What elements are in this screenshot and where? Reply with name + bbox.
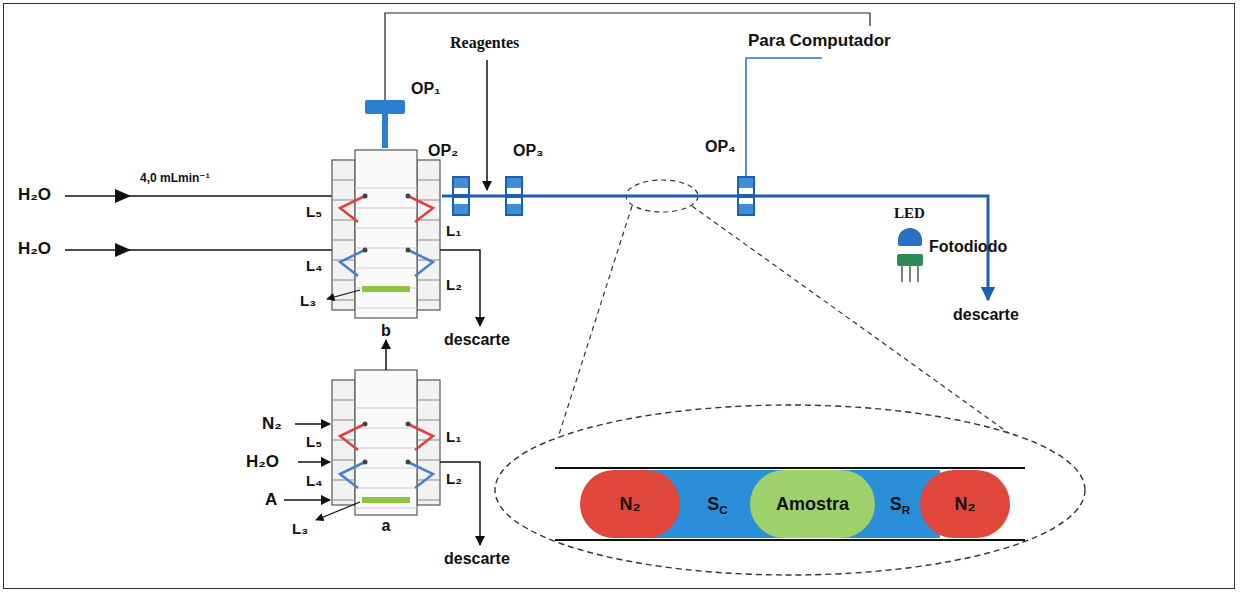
part-label: b (330, 322, 442, 340)
part-label: a (330, 517, 442, 535)
signal-wire (746, 58, 822, 176)
part-label: OP₂ (428, 142, 458, 160)
loop-label: L₅ (306, 433, 322, 450)
inlet-label: N₂ (262, 414, 282, 434)
part-label: Fotodiodo (929, 238, 1007, 256)
actuator-op1: OP₁ (365, 100, 405, 114)
photodiode-pin (917, 266, 919, 282)
waste-label: descarte (444, 331, 510, 349)
sample-zone: Amostra (750, 470, 875, 538)
waste-label: descarte (444, 550, 510, 568)
loop-label: L₃ (300, 292, 316, 309)
carrier-segment: SR (875, 470, 925, 538)
segment-label: N₂ (620, 494, 641, 515)
segment-label: Amostra (776, 494, 849, 515)
flow-arrowhead (115, 243, 131, 257)
computer-label: Para Computador (748, 31, 891, 51)
valve-a (284, 370, 480, 545)
carrier-segment: SC (680, 470, 755, 538)
reagent-arrow (486, 60, 488, 190)
inlet-label: H₂O (18, 239, 51, 259)
pinch-valve-op3: OP₃ (505, 176, 523, 216)
inlet-label: A (265, 490, 277, 510)
nitrogen-segment: N₂ (920, 470, 1010, 538)
nitrogen-segment: N₂ (580, 470, 680, 538)
loop-label: L₃ (292, 520, 308, 537)
valve-a: a (330, 370, 442, 535)
inlet-line (65, 195, 332, 197)
segment-label: SR (890, 494, 910, 515)
valve-b: b (330, 148, 442, 340)
valve-stem (382, 114, 388, 148)
control-wire (385, 13, 870, 100)
loop-label: L₄ (306, 472, 322, 489)
loop-label: L₂ (446, 276, 462, 293)
part-label: LED (894, 205, 925, 222)
carrier-line (523, 195, 737, 198)
flow-rate: 4,0 mLmin⁻¹ (140, 172, 210, 186)
flow-arrowhead (115, 189, 131, 203)
part-label: OP₄ (705, 138, 736, 156)
magnified-inset (495, 180, 1085, 575)
loop-label: L₁ (446, 428, 461, 445)
loop-label: L₁ (446, 222, 461, 239)
reagent-label: Reagentes (450, 34, 519, 52)
valve-b (327, 150, 480, 326)
photodiode-pin (909, 266, 911, 282)
part-label: OP₁ (411, 80, 441, 98)
carrier-line (442, 195, 452, 198)
segment-label: N₂ (955, 494, 976, 515)
inlet-label: H₂O (18, 185, 51, 205)
inlet-label: H₂O (246, 452, 279, 472)
led: LED (898, 228, 922, 246)
loop-label: L₅ (306, 203, 322, 220)
loop-label: L₂ (446, 470, 462, 487)
pinch-valve-op2: OP₂ (452, 176, 470, 216)
loop-label: L₄ (306, 257, 322, 274)
transfer-arrow (385, 340, 387, 370)
photodiode: Fotodiodo (897, 254, 923, 266)
carrier-line (470, 195, 505, 198)
part-label: OP₃ (513, 142, 544, 160)
photodiode-pin (901, 266, 903, 282)
inlet-line (65, 249, 332, 251)
segment-label: SC (707, 494, 727, 515)
pinch-valve-op4: OP₄ (737, 176, 755, 216)
waste-label: descarte (953, 306, 1019, 324)
